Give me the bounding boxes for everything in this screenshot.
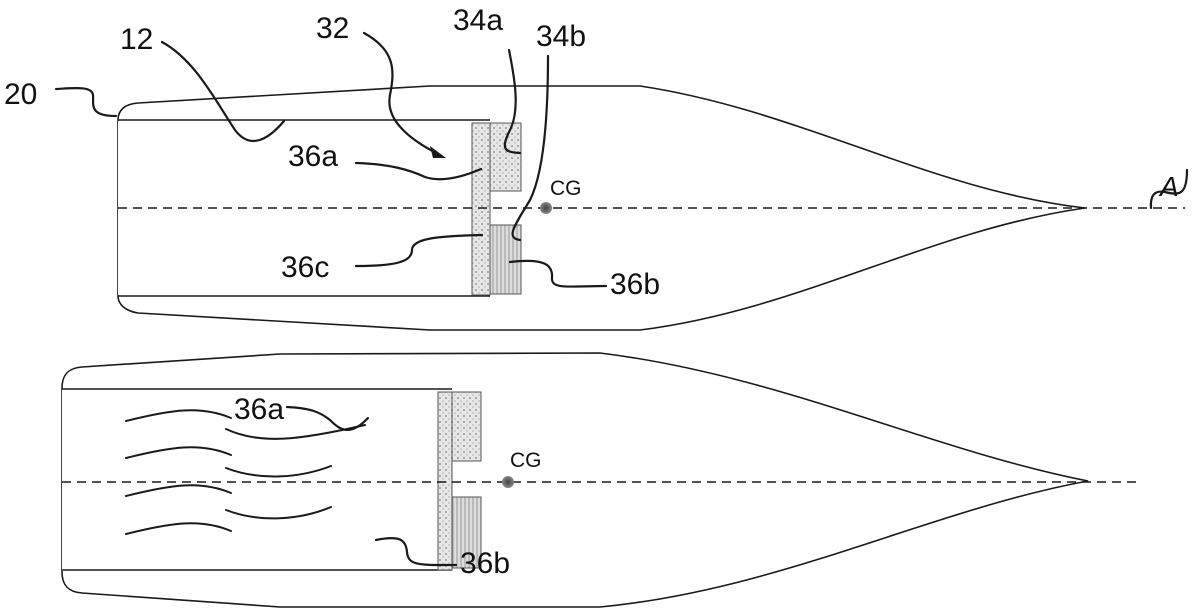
top-plate-36b xyxy=(489,224,522,295)
flow-line xyxy=(225,465,332,478)
bottom-view: CG 36a 36b xyxy=(61,352,1140,608)
label-36a: 36a xyxy=(288,140,338,173)
top-cg-marker xyxy=(540,202,552,214)
leader-axis-a xyxy=(1149,168,1189,210)
flow-line xyxy=(125,484,232,497)
bottom-leader-36b xyxy=(374,536,458,567)
label-36b: 36b xyxy=(610,268,660,301)
flow-line xyxy=(125,446,232,459)
airflow-lines xyxy=(125,409,366,535)
top-view: CG 20 12 32 34a 34b 36a 36c 36b A xyxy=(4,4,1189,331)
label-34a: 34a xyxy=(453,4,503,37)
top-cg-label: CG xyxy=(550,177,582,200)
top-plate-36a xyxy=(489,122,522,192)
leader-32 xyxy=(362,31,442,157)
flow-line xyxy=(125,522,232,535)
arrowhead-32 xyxy=(430,146,446,158)
bottom-label-36a: 36a xyxy=(234,393,284,426)
bottom-cg-label: CG xyxy=(510,449,542,472)
bottom-duct-interior xyxy=(62,389,452,571)
leader-36a xyxy=(354,161,483,181)
bottom-plate-36b xyxy=(451,496,482,569)
bottom-cg-marker xyxy=(502,476,514,488)
bottom-plate-36a xyxy=(451,391,482,462)
bottom-label-36b: 36b xyxy=(460,547,510,580)
bottom-plate-36c xyxy=(437,391,453,571)
label-32: 32 xyxy=(316,12,349,45)
leader-34a xyxy=(503,48,522,155)
leader-36c xyxy=(354,233,484,268)
leader-12 xyxy=(160,40,286,142)
label-36c: 36c xyxy=(281,251,329,284)
label-axis-a: A xyxy=(1158,171,1179,202)
flow-line xyxy=(125,409,232,422)
label-12: 12 xyxy=(120,23,153,56)
leader-34b xyxy=(511,54,550,242)
bottom-leader-36a xyxy=(285,405,370,431)
label-34b: 34b xyxy=(536,20,586,53)
flow-line xyxy=(225,506,332,520)
leader-20 xyxy=(54,86,118,118)
top-plate-36c xyxy=(471,122,491,296)
leader-36b xyxy=(508,259,608,288)
label-20: 20 xyxy=(4,78,37,111)
